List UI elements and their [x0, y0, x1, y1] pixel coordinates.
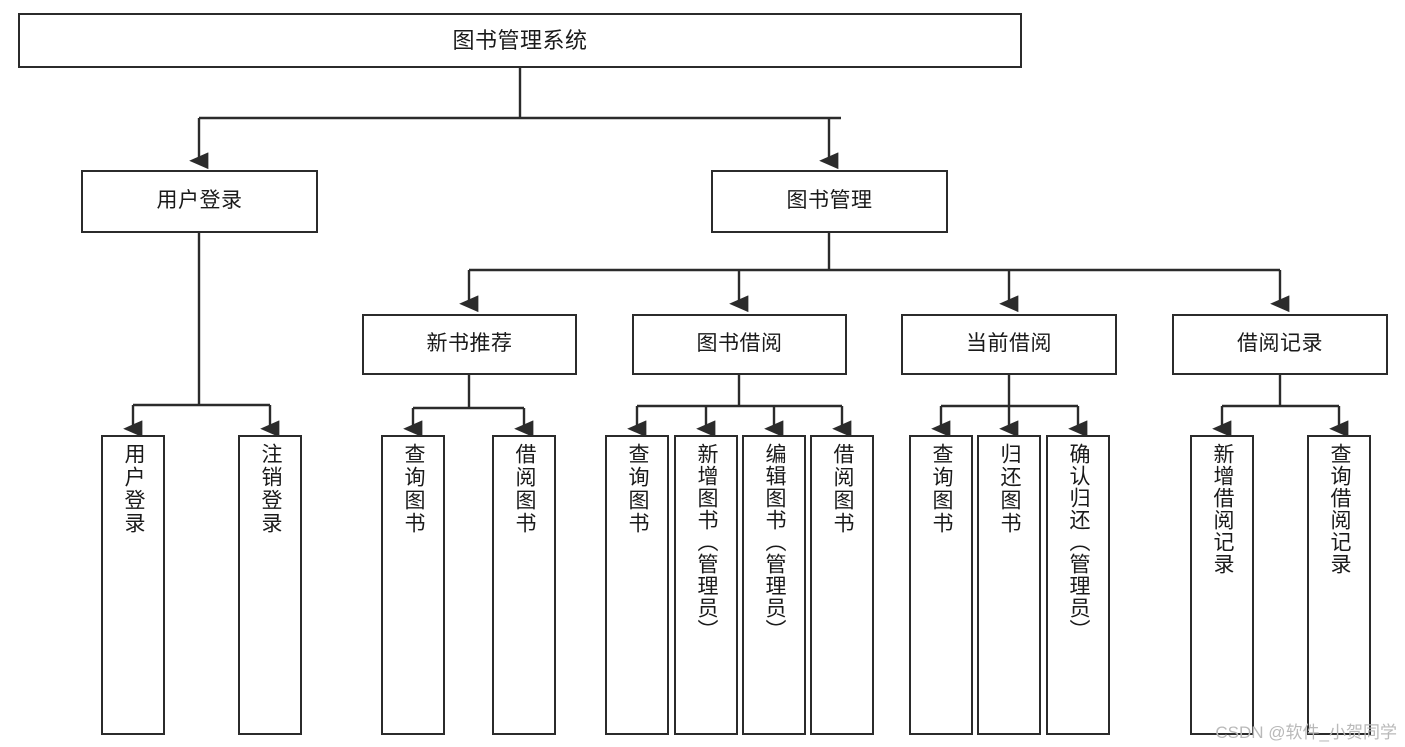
- node-leaf-query-book-1[interactable]: 查询图书: [381, 435, 445, 735]
- node-leaf-return-book-label: 归还图书: [998, 443, 1022, 535]
- node-leaf-logout-label: 注销登录: [259, 443, 283, 535]
- node-leaf-query-book-2-label: 查询图书: [626, 443, 650, 535]
- edge-group-borrow-record: [1212, 375, 1349, 438]
- node-leaf-add-record-label: 新增借阅记录: [1211, 443, 1235, 575]
- node-current-borrow-label: 当前借阅: [966, 332, 1052, 356]
- node-new-book-rec[interactable]: 新书推荐: [362, 314, 577, 375]
- node-leaf-add-book[interactable]: 新增图书（管理员）: [674, 435, 738, 735]
- node-leaf-borrow-book-2[interactable]: 借阅图书: [810, 435, 874, 735]
- node-borrow-record[interactable]: 借阅记录: [1172, 314, 1388, 375]
- node-leaf-user-login[interactable]: 用户登录: [101, 435, 165, 735]
- node-leaf-borrow-book-2-label: 借阅图书: [831, 443, 855, 535]
- node-leaf-query-book-3[interactable]: 查询图书: [909, 435, 973, 735]
- node-leaf-confirm-return-label: 确认归还（管理员）: [1067, 443, 1091, 641]
- node-leaf-add-book-label: 新增图书（管理员）: [695, 443, 719, 641]
- node-leaf-logout[interactable]: 注销登录: [238, 435, 302, 735]
- node-leaf-confirm-return[interactable]: 确认归还（管理员）: [1046, 435, 1110, 735]
- node-root-label: 图书管理系统: [452, 27, 588, 53]
- node-new-book-rec-label: 新书推荐: [426, 332, 513, 356]
- node-leaf-add-record[interactable]: 新增借阅记录: [1190, 435, 1254, 735]
- node-user-login[interactable]: 用户登录: [81, 170, 318, 233]
- node-leaf-edit-book-label: 编辑图书（管理员）: [763, 443, 787, 641]
- node-leaf-borrow-book-1[interactable]: 借阅图书: [492, 435, 556, 735]
- node-user-login-label: 用户登录: [156, 189, 243, 213]
- edge-group-new-book-rec: [403, 375, 534, 438]
- edge-group-user-login: [123, 233, 280, 438]
- node-leaf-query-book-3-label: 查询图书: [930, 443, 954, 535]
- node-leaf-query-book-1-label: 查询图书: [402, 443, 426, 535]
- node-leaf-edit-book[interactable]: 编辑图书（管理员）: [742, 435, 806, 735]
- node-root[interactable]: 图书管理系统: [18, 13, 1022, 68]
- node-book-manage[interactable]: 图书管理: [711, 170, 948, 233]
- node-book-borrow[interactable]: 图书借阅: [632, 314, 847, 375]
- node-leaf-borrow-book-1-label: 借阅图书: [513, 443, 537, 535]
- node-borrow-record-label: 借阅记录: [1237, 332, 1323, 356]
- edge-group-root: [189, 68, 841, 170]
- node-leaf-return-book[interactable]: 归还图书: [977, 435, 1041, 735]
- node-book-manage-label: 图书管理: [786, 189, 873, 213]
- csdn-watermark: CSDN @软件_小贺同学: [1215, 723, 1397, 742]
- node-leaf-query-record[interactable]: 查询借阅记录: [1307, 435, 1371, 735]
- edge-group-book-borrow: [627, 375, 852, 438]
- node-book-borrow-label: 图书借阅: [696, 332, 783, 356]
- node-current-borrow[interactable]: 当前借阅: [901, 314, 1117, 375]
- node-leaf-query-book-2[interactable]: 查询图书: [605, 435, 669, 735]
- node-leaf-user-login-label: 用户登录: [122, 443, 146, 535]
- edge-group-current-borrow: [931, 375, 1088, 438]
- node-leaf-query-record-label: 查询借阅记录: [1328, 443, 1352, 575]
- edge-group-book-manage: [459, 233, 1290, 313]
